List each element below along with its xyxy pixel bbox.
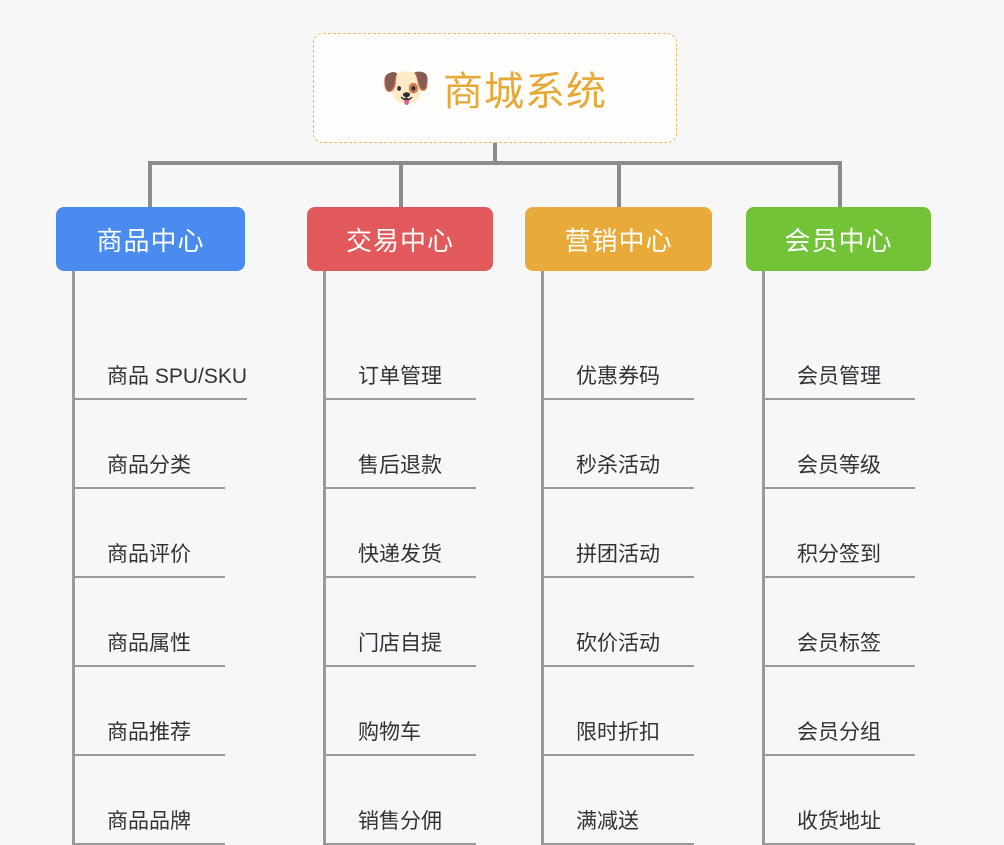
leaf-item[interactable]: 快递发货 (326, 489, 476, 578)
leaf-item[interactable]: 购物车 (326, 667, 476, 756)
leaf-item[interactable]: 订单管理 (326, 271, 476, 400)
branch-label: 会员中心 (784, 225, 893, 256)
leaf-item[interactable]: 商品 SPU/SKU (75, 271, 248, 400)
leaf-label: 优惠券码 (576, 365, 660, 388)
branch-label: 营销中心 (564, 225, 673, 256)
leaf-label: 积分签到 (797, 543, 881, 566)
dog-face-icon: 🐶 (381, 66, 431, 110)
connector-drop-trade-center (399, 161, 403, 207)
connector-drop-marketing-center (617, 161, 621, 207)
leaf-item[interactable]: 会员管理 (765, 271, 915, 400)
leaf-label: 销售分佣 (358, 810, 442, 833)
leaf-label: 会员标签 (797, 632, 881, 655)
leaf-list-marketing-center: 优惠券码 秒杀活动 拼团活动 砍价活动 限时折扣 满减送 (541, 271, 712, 845)
branch-header-trade-center[interactable]: 交易中心 (307, 207, 493, 271)
leaf-list-trade-center: 订单管理 售后退款 快递发货 门店自提 购物车 销售分佣 (323, 271, 493, 845)
leaf-item[interactable]: 商品分类 (75, 400, 225, 489)
branch-label: 交易中心 (345, 225, 454, 256)
branch-header-marketing-center[interactable]: 营销中心 (525, 207, 712, 271)
leaf-item[interactable]: 限时折扣 (544, 667, 694, 756)
leaf-label: 商品 SPU/SKU (107, 365, 248, 388)
leaf-item[interactable]: 拼团活动 (544, 489, 694, 578)
leaf-label: 购物车 (358, 721, 421, 744)
leaf-label: 会员等级 (797, 454, 881, 477)
leaf-label: 商品品牌 (107, 810, 191, 833)
leaf-item[interactable]: 门店自提 (326, 578, 476, 667)
leaf-list-product-center: 商品 SPU/SKU 商品分类 商品评价 商品属性 商品推荐 商品品牌 (72, 271, 248, 845)
leaf-label: 砍价活动 (576, 632, 660, 655)
leaf-label: 商品属性 (107, 632, 191, 655)
branch-column-member-center: 会员中心 会员管理 会员等级 积分签到 会员标签 会员分组 收货地址 (746, 207, 931, 845)
leaf-item[interactable]: 秒杀活动 (544, 400, 694, 489)
leaf-item[interactable]: 售后退款 (326, 400, 476, 489)
branch-column-marketing-center: 营销中心 优惠券码 秒杀活动 拼团活动 砍价活动 限时折扣 满减送 (525, 207, 712, 845)
leaf-item[interactable]: 会员标签 (765, 578, 915, 667)
leaf-label: 快递发货 (358, 543, 442, 566)
connector-drop-member-center (838, 161, 842, 207)
root-title: 商城系统 (443, 70, 607, 114)
leaf-label: 拼团活动 (576, 543, 660, 566)
leaf-item[interactable]: 商品品牌 (75, 756, 225, 845)
leaf-label: 售后退款 (358, 454, 442, 477)
leaf-label: 会员分组 (797, 721, 881, 744)
leaf-label: 商品评价 (107, 543, 191, 566)
leaf-label: 会员管理 (797, 365, 881, 388)
leaf-item[interactable]: 砍价活动 (544, 578, 694, 667)
branch-header-member-center[interactable]: 会员中心 (746, 207, 931, 271)
leaf-item[interactable]: 满减送 (544, 756, 694, 845)
leaf-list-member-center: 会员管理 会员等级 积分签到 会员标签 会员分组 收货地址 (762, 271, 931, 845)
leaf-label: 门店自提 (358, 632, 442, 655)
branch-header-product-center[interactable]: 商品中心 (56, 207, 245, 271)
leaf-label: 秒杀活动 (576, 454, 660, 477)
leaf-label: 收货地址 (797, 810, 881, 833)
connector-root-stem (493, 143, 497, 165)
leaf-item[interactable]: 销售分佣 (326, 756, 476, 845)
leaf-item[interactable]: 商品属性 (75, 578, 225, 667)
leaf-item[interactable]: 商品评价 (75, 489, 225, 578)
connector-drop-product-center (148, 161, 152, 207)
leaf-item[interactable]: 商品推荐 (75, 667, 225, 756)
leaf-item[interactable]: 会员分组 (765, 667, 915, 756)
leaf-label: 限时折扣 (576, 721, 660, 744)
branch-column-trade-center: 交易中心 订单管理 售后退款 快递发货 门店自提 购物车 销售分佣 (307, 207, 493, 845)
leaf-item[interactable]: 收货地址 (765, 756, 915, 845)
leaf-item[interactable]: 优惠券码 (544, 271, 694, 400)
branch-column-product-center: 商品中心 商品 SPU/SKU 商品分类 商品评价 商品属性 商品推荐 商品品牌 (56, 207, 248, 845)
leaf-label: 商品推荐 (107, 721, 191, 744)
leaf-label: 商品分类 (107, 454, 191, 477)
root-node[interactable]: 🐶 商城系统 (313, 33, 677, 143)
leaf-item[interactable]: 会员等级 (765, 400, 915, 489)
branch-label: 商品中心 (96, 225, 205, 256)
leaf-item[interactable]: 积分签到 (765, 489, 915, 578)
leaf-label: 订单管理 (358, 365, 442, 388)
connector-horizontal-bus (148, 161, 842, 165)
leaf-label: 满减送 (576, 810, 639, 833)
